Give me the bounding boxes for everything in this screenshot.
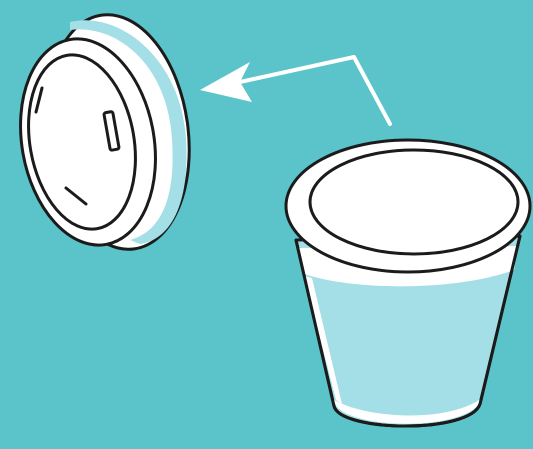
- cup-rim-inner: [310, 150, 518, 254]
